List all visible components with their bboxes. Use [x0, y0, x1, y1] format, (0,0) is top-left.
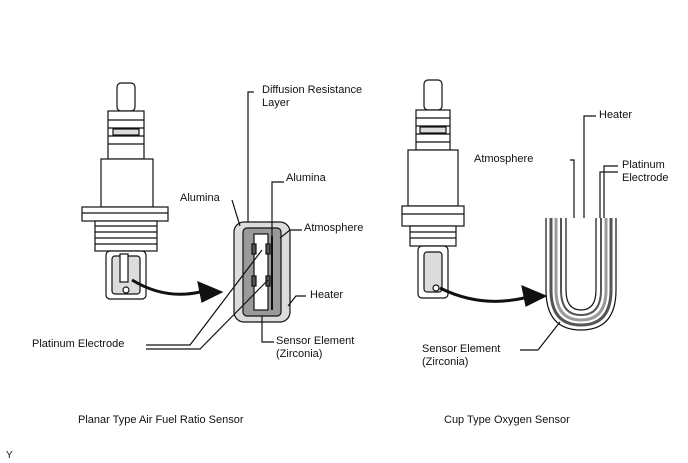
label-platinum-cup: Platinum: [622, 159, 665, 171]
cup-arrow: [439, 286, 525, 303]
label-sensor-element-cup: Sensor Element: [422, 343, 501, 355]
label-alumina-right: Alumina: [286, 172, 326, 184]
label-heater-cup: Heater: [599, 109, 633, 121]
label-sensor-element-planar: Sensor Element: [276, 335, 355, 347]
label-atmosphere-planar: Atmosphere: [304, 222, 364, 234]
cup-element-section: [545, 218, 617, 331]
label-platinum-electrode-planar: Platinum Electrode: [32, 338, 125, 350]
label-zirconia-cup: (Zirconia): [422, 356, 469, 368]
caption-cup: Cup Type Oxygen Sensor: [444, 414, 570, 426]
planar-element-section: [233, 221, 291, 323]
label-atmosphere-cup: Atmosphere: [474, 153, 534, 165]
caption-planar: Planar Type Air Fuel Ratio Sensor: [78, 414, 244, 426]
corner-mark: Y: [6, 450, 13, 461]
label-alumina-left: Alumina: [180, 192, 220, 204]
label-diffusion-layer: Layer: [262, 97, 290, 109]
label-zirconia-planar: (Zirconia): [276, 348, 323, 360]
label-electrode-cup: Electrode: [622, 172, 669, 184]
planar-arrow: [131, 278, 201, 296]
label-diffusion-resistance: Diffusion Resistance: [262, 84, 363, 96]
cup-sensor-body: [401, 79, 465, 299]
label-heater-planar: Heater: [310, 289, 344, 301]
planar-sensor-body: [81, 82, 169, 300]
